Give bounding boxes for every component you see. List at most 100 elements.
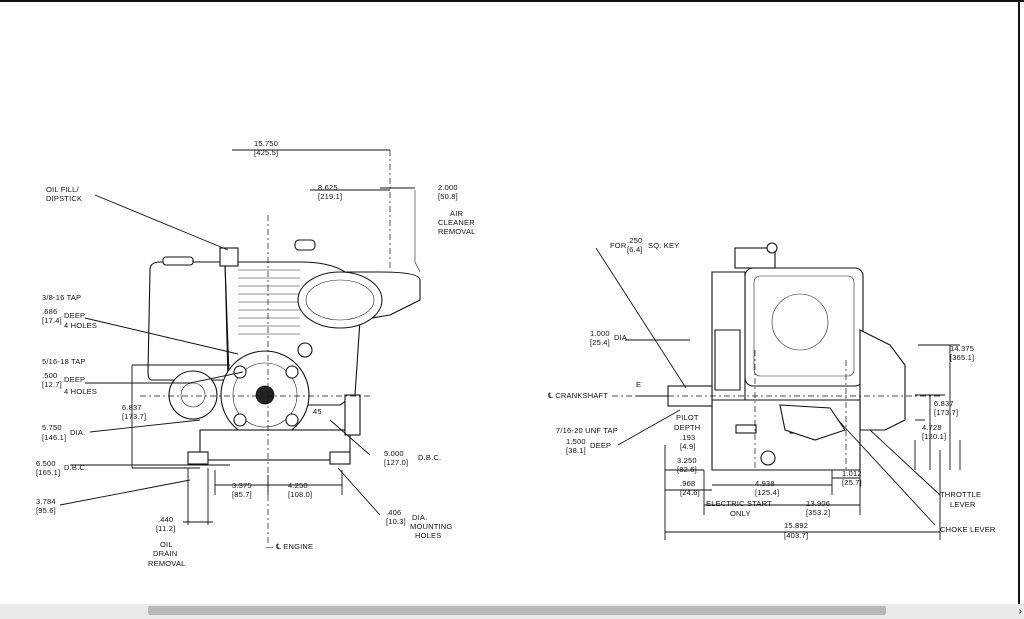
dia-1000-label: DIA. (614, 333, 629, 342)
dbc-label: D.B.C. (64, 463, 87, 472)
dim-440-mm: [11.2] (156, 524, 175, 533)
right-border (1018, 0, 1020, 604)
engine-base (199, 429, 351, 461)
dia-label: DIA. (70, 428, 85, 437)
lever-label: LEVER (950, 500, 976, 509)
dim-3250: 3.250 (677, 456, 697, 465)
oil-fill-cap (219, 247, 239, 267)
dia-1000: 1.000 (590, 329, 610, 338)
label-tap-516: 5/16-18 TAP (42, 357, 86, 366)
fuel-fitting (734, 247, 776, 269)
cylinder-fins (238, 269, 300, 335)
dim-overall-width: 15.750 (254, 139, 278, 148)
drain-plug (760, 450, 776, 466)
e-mark: E (636, 380, 641, 389)
depth-label: DEPTH (674, 423, 700, 432)
crankshaft-label: ℄ CRANKSHAFT (547, 391, 608, 400)
dbc-5000-mm: [127.0] (384, 458, 408, 467)
scroll-right-arrow-icon[interactable]: › (1018, 606, 1022, 617)
dim-13906-mm: [353.2] (806, 508, 830, 517)
left-dimension-lines (59, 149, 415, 525)
fuel-cap (162, 256, 194, 266)
lift-handle (294, 239, 316, 251)
right-dimension-text: FOR .250 [6.4] SQ. KEY 1.000 [25.4] DIA.… (547, 236, 996, 540)
tap-38-deep: DEEP (64, 311, 85, 320)
dia-5750-mm: [146.1] (42, 433, 66, 442)
dim-6837-r-mm: [173.7] (934, 408, 958, 417)
dim-4728-mm: [120.1] (922, 432, 946, 441)
pilot-label: PILOT (676, 413, 699, 422)
engine-diagram: 15.750 [425.5] 8.625 [219.1] 2.000 [50.8… (36, 139, 996, 568)
dbc-6500-mm: [165.1] (36, 468, 60, 477)
starter-motor (168, 370, 218, 420)
dim-440: .440 (158, 515, 173, 524)
dim-4728: 4.728 (922, 423, 942, 432)
tap-38-depth-mm: [17.4] (42, 316, 62, 325)
dim-half-width-mm: [219.1] (318, 192, 342, 201)
scrollbar-thumb[interactable] (148, 606, 886, 615)
dim-14375-mm: [365.1] (950, 353, 974, 362)
dim-3250-mm: [82.6] (677, 465, 697, 474)
hole-406: .406 (386, 508, 401, 517)
dbc-5000: 5.000 (384, 449, 404, 458)
hole-406-mm: [10.3] (386, 517, 406, 526)
label-oil-fill: OIL FILL/ (46, 185, 80, 194)
dim-4250: 4.250 (288, 481, 308, 490)
dim-1012: 1.012 (842, 469, 862, 478)
tap-38-depth: .686 (42, 307, 57, 316)
dim-15892: 15.892 (784, 521, 808, 530)
label-tap-38: 3/8-16 TAP (42, 293, 81, 302)
pilot-value-mm: [4.9] (680, 442, 696, 451)
dim-6837: 6.837 (122, 403, 142, 412)
key-size-mm: [6.4] (627, 245, 643, 254)
crankshaft-hub (255, 385, 275, 405)
dim-968: .968 (680, 479, 695, 488)
pilot-value: .193 (680, 433, 695, 442)
dim-air-cleaner-mm: [50.8] (438, 192, 458, 201)
electric-start: ELECTRIC START (706, 499, 772, 508)
tap-516-depth: .500 (42, 371, 57, 380)
key-for: FOR (610, 241, 627, 250)
hole-mounting: MOUNTING (410, 522, 452, 531)
electric-start-only: ONLY (730, 509, 751, 518)
tap-516-deep: DEEP (64, 375, 85, 384)
dim-half-width: 8.625 (318, 183, 338, 192)
dia-1000-mm: [25.4] (590, 338, 610, 347)
label-dipstick: DIPSTICK (46, 194, 82, 203)
tap-516-depth-mm: [12.7] (42, 380, 62, 389)
unf-deep: DEEP (590, 441, 611, 450)
dim-6837-mm: [173.7] (122, 412, 146, 421)
dim-1012-mm: [25.7] (842, 478, 862, 487)
engine-centerline-label: — ℄ ENGINE (266, 542, 313, 551)
unf-tap: 7/16-20 UNF TAP (556, 426, 618, 435)
dim-4250-mm: [108.0] (288, 490, 312, 499)
dim-3375: 3.375 (232, 481, 252, 490)
top-border (0, 0, 1024, 2)
dbc-5000-label: D.B.C. (418, 453, 441, 462)
dim-air-cleaner: 2.000 (438, 183, 458, 192)
oil-drain-2: DRAIN (153, 549, 177, 558)
muffler (859, 329, 906, 431)
left-dimension-text: 15.750 [425.5] 8.625 [219.1] 2.000 [50.8… (36, 139, 476, 568)
dbc-6500: 6.500 (36, 459, 56, 468)
angle-45: 45 (313, 407, 322, 416)
dim-15892-mm: [403.7] (784, 531, 808, 540)
throttle-label: THROTTLE (940, 490, 981, 499)
left-engine-view (140, 150, 421, 545)
hole-dia: DIA. (412, 513, 427, 522)
unf-depth-mm: [38.1] (566, 446, 586, 455)
dim-6837-r: 6.837 (934, 399, 954, 408)
dim-13906: 13.906 (806, 499, 830, 508)
throttle-bracket (779, 404, 846, 441)
dim-3784-mm: [95.6] (36, 506, 56, 515)
dim-4938: 4.938 (755, 479, 775, 488)
unf-depth: 1.500 (566, 437, 586, 446)
tap-38-holes: 4 HOLES (64, 321, 97, 330)
hole-holes: HOLES (415, 531, 441, 540)
dim-3784: 3.784 (36, 497, 56, 506)
dim-3375-mm: [85.7] (232, 490, 252, 499)
right-engine-view (612, 242, 940, 471)
label-removal: REMOVAL (438, 227, 476, 236)
label-air: AIR (450, 209, 463, 218)
